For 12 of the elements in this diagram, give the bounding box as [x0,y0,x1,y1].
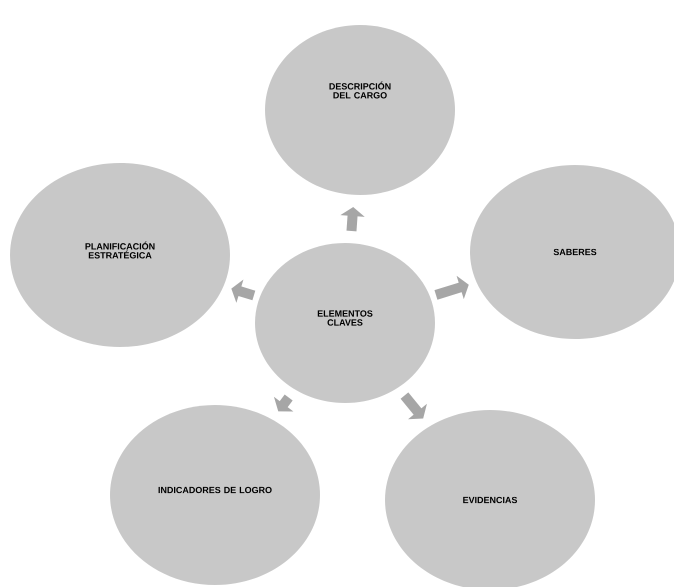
circle [10,163,230,347]
node-label: EVIDENCIAS [463,496,518,504]
node-label: ELEMENTOS CLAVES [318,310,372,326]
node-label: INDICADORES DE LOGRO [158,486,272,494]
node-label: SABERES [554,248,596,256]
node-label: DESCRIPCIÓN DEL CARGO [329,82,391,98]
block-arrow [400,392,427,420]
node-label: PLANIFICACIÓN ESTRATÉGICA [85,242,155,258]
circle [110,405,320,585]
circle [255,243,435,403]
circle [265,25,455,195]
block-arrow [434,276,469,300]
